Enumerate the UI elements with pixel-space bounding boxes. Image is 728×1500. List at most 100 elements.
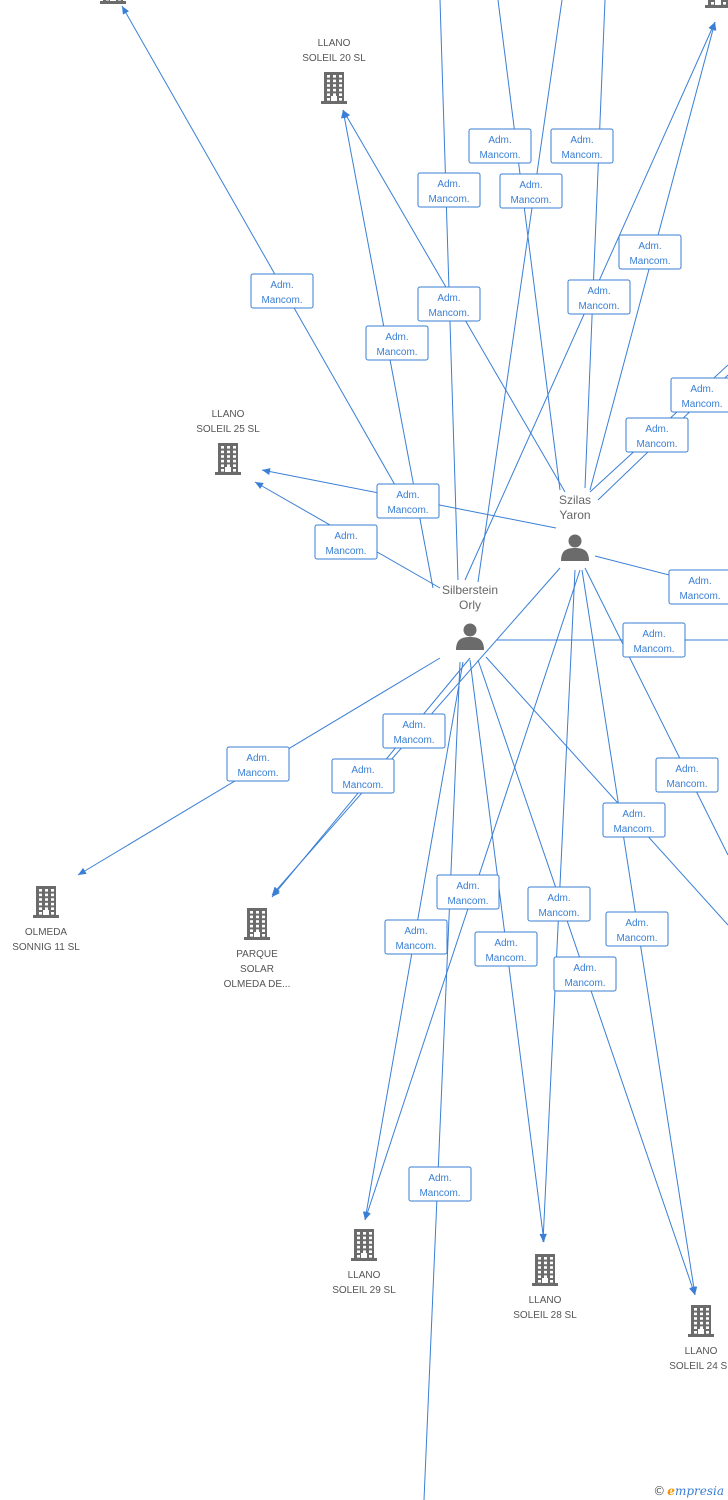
relationship-edge [584, 567, 728, 856]
role-label-line1: Adm. [404, 926, 427, 937]
relationship-edge [584, 0, 606, 489]
role-label-line1: Adm. [437, 293, 460, 304]
role-label-box [625, 417, 689, 453]
role-label[interactable]: Adm. Mancom. [384, 919, 448, 955]
role-label-line2: Mancom. [419, 1188, 460, 1199]
role-label[interactable]: Adm.Mancom. [550, 128, 614, 164]
role-label-line1: Adm. [638, 241, 661, 252]
role-label[interactable]: Adm.Mancom. [527, 886, 591, 922]
role-label[interactable]: Adm. Mancom. [408, 1166, 472, 1202]
role-label[interactable]: Adm.Mancom. [250, 273, 314, 309]
role-label-line2: Mancom. [510, 195, 551, 206]
role-label-line2: Mancom. [633, 644, 674, 655]
role-label-line1: Adm. [622, 809, 645, 820]
role-label[interactable]: Adm.Mancom. [226, 746, 290, 782]
role-label-line1: Adm. [675, 764, 698, 775]
person-name-line1: Szilas [559, 493, 591, 507]
role-label[interactable]: Adm.Mancom. [618, 234, 682, 270]
role-label-box [605, 911, 669, 947]
arrow-head-icon [709, 22, 717, 31]
role-label-line2: Mancom. [395, 941, 436, 952]
role-label-box [468, 128, 532, 164]
company-name-line: LLANO [348, 1270, 381, 1281]
role-label[interactable]: Adm.Mancom. [468, 128, 532, 164]
company-name-line: SOLEIL 29 SL [332, 1285, 396, 1296]
role-label[interactable]: Adm.Mancom. [605, 911, 669, 947]
person-icon [456, 623, 484, 650]
role-label[interactable]: Adm.Mancom. [622, 622, 686, 658]
role-label-line1: Adm. [428, 1173, 451, 1184]
role-label-line2: Mancom. [428, 308, 469, 319]
role-label[interactable]: Adm.Mancom. [499, 173, 563, 209]
company-node-topright[interactable] [705, 0, 728, 8]
role-label-line1: Adm. [334, 531, 357, 542]
company-name-line: SOLAR [240, 964, 274, 975]
arrow-head-icon [539, 1233, 547, 1242]
company-name-line: PARQUE [236, 949, 278, 960]
role-label-line1: Adm. [488, 135, 511, 146]
building-icon [215, 443, 241, 475]
role-label-box [331, 758, 395, 794]
footer-brand: ©empresia [653, 1484, 724, 1498]
role-label[interactable]: Adm.Mancom. [670, 377, 728, 413]
company-name-line: LLANO [212, 409, 245, 420]
company-name-line: LLANO [318, 38, 351, 49]
role-label[interactable]: Adm.Mancom. [474, 931, 538, 967]
role-label[interactable]: Adm.Mancom. [668, 569, 728, 605]
role-label-line2: Mancom. [428, 194, 469, 205]
arrow-head-icon [343, 110, 351, 119]
role-label[interactable]: Adm.Mancom. [436, 874, 500, 910]
arrow-head-icon [255, 482, 264, 490]
role-label-line1: Adm. [573, 963, 596, 974]
role-label-line1: Adm. [351, 765, 374, 776]
role-label-line2: Mancom. [325, 546, 366, 557]
role-label-box [553, 956, 617, 992]
role-label[interactable]: Adm.Mancom. [331, 758, 395, 794]
role-label[interactable]: Adm. Mancom. [417, 286, 481, 322]
role-label[interactable]: Adm.Mancom. [567, 279, 631, 315]
company-node-topleft[interactable] [100, 0, 126, 4]
role-label-box [408, 1166, 472, 1202]
company-name-line: LLANO [529, 1295, 562, 1306]
building-icon [244, 908, 270, 940]
brand-initial: e [667, 1484, 675, 1498]
role-label[interactable]: Adm.Mancom. [602, 802, 666, 838]
role-label[interactable]: Adm.Mancom. [553, 956, 617, 992]
role-label-box [527, 886, 591, 922]
role-label[interactable]: Adm.Mancom. [625, 417, 689, 453]
role-label-line1: Adm. [246, 753, 269, 764]
role-label-line1: Adm. [396, 490, 419, 501]
role-label-line2: Mancom. [447, 896, 488, 907]
person-icon [561, 534, 589, 561]
role-label-line2: Mancom. [578, 301, 619, 312]
role-label[interactable]: Adm.Mancom. [376, 483, 440, 519]
company-node-llano29[interactable]: LLANO SOLEIL 29 SL [332, 1229, 396, 1296]
company-name-line: SONNIG 11 SL [12, 942, 80, 953]
role-label[interactable]: Adm.Mancom. [655, 757, 719, 793]
relationship-edge [485, 656, 728, 926]
brand-name: mpresia [674, 1484, 724, 1498]
arrow-head-icon [78, 867, 87, 875]
building-icon [33, 886, 59, 918]
role-label[interactable]: Adm.Mancom. [417, 172, 481, 208]
role-label-line1: Adm. [494, 938, 517, 949]
role-label-box [499, 173, 563, 209]
role-label-box [417, 172, 481, 208]
company-name-line: LLANO [685, 1346, 718, 1357]
role-label[interactable]: Adm. Mancom. [314, 524, 378, 560]
role-label[interactable]: Adm.Mancom. [365, 325, 429, 361]
building-icon [705, 0, 728, 8]
role-label[interactable]: Adm.Mancom. [382, 713, 446, 749]
role-label-line1: Adm. [570, 135, 593, 146]
